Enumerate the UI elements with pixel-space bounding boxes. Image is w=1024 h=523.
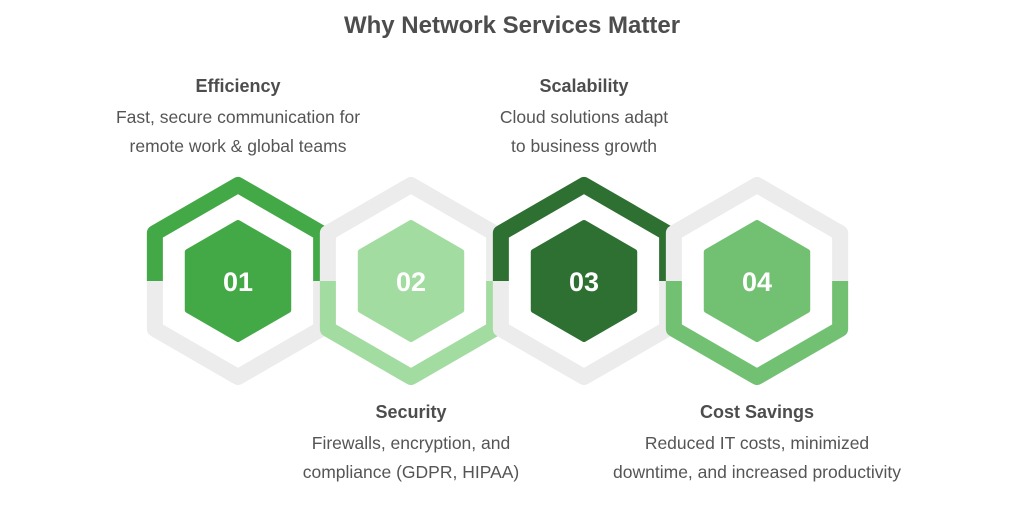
hexagon-1 — [184, 220, 292, 342]
step-1-desc-line-1: Fast, secure communication for — [115, 107, 361, 127]
step-2-desc-line-1: Firewalls, encryption, and — [311, 433, 511, 453]
step-2-desc-line-2: compliance (GDPR, HIPAA) — [302, 462, 520, 482]
step-1-number: 01 — [223, 267, 253, 297]
step-4-heading: Cost Savings — [699, 402, 815, 422]
step-4-desc-line-1: Reduced IT costs, minimized — [644, 433, 870, 453]
step-2-heading: Security — [375, 402, 447, 422]
hexagon-accent-4 — [665, 281, 849, 385]
step-1-heading: Efficiency — [195, 76, 281, 96]
step-2-number: 02 — [396, 267, 426, 297]
step-2-text: Security Firewalls, encryption, and comp… — [251, 402, 571, 487]
hexagon-2 — [357, 220, 465, 342]
step-3-number: 03 — [569, 267, 599, 297]
step-3-heading: Scalability — [539, 76, 629, 96]
step-3-desc-line-1: Cloud solutions adapt — [499, 107, 669, 127]
hexagon-4 — [703, 220, 811, 342]
step-3-desc-line-2: to business growth — [511, 136, 657, 156]
step-1-desc-line-2: remote work & global teams — [129, 136, 347, 156]
page-title: Why Network Services Matter — [343, 12, 681, 39]
step-1-text: Efficiency Fast, secure communication fo… — [78, 76, 398, 161]
step-3-text: Scalability Cloud solutions adapt to bus… — [424, 76, 744, 161]
hexagon-3 — [530, 220, 638, 342]
hexagon-accent-2 — [319, 281, 503, 385]
step-4-desc-line-2: downtime, and increased productivity — [613, 462, 901, 482]
step-4-number: 04 — [742, 267, 772, 297]
step-4-text: Cost Savings Reduced IT costs, minimized… — [597, 402, 917, 487]
